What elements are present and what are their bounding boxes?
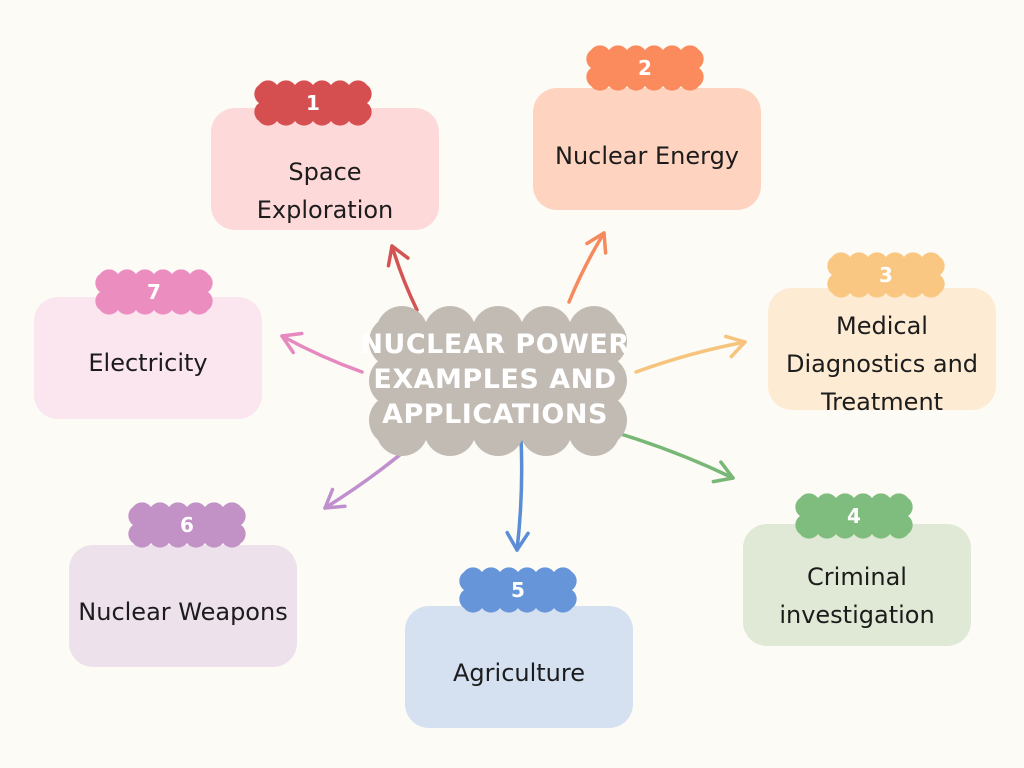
number-badge-5: 5	[450, 560, 586, 620]
connector-line-7	[280, 334, 364, 374]
node-label: Agriculture	[453, 659, 585, 687]
center-cloud-shape	[369, 305, 627, 457]
node-box-space-exploration: Space Exploration	[211, 108, 439, 230]
badge-number: 2	[638, 56, 652, 80]
arrowhead-6	[323, 487, 347, 510]
connector-line-5	[515, 436, 524, 552]
node-label: Space Exploration	[256, 158, 394, 224]
connector-line-1	[390, 244, 419, 312]
node-label: Medical Diagnostics and Treatment	[785, 312, 979, 416]
arrowhead-2	[585, 231, 608, 255]
number-badge-1: 1	[245, 73, 381, 133]
node-label: Criminal investigation	[779, 563, 935, 629]
number-badge-7: 7	[86, 262, 222, 322]
node-label: Nuclear Energy	[554, 142, 740, 170]
center-title: NUCLEAR POWER EXAMPLES AND APPLICATIONS	[360, 328, 630, 430]
node-label: Electricity	[88, 349, 208, 377]
connector-line-2	[567, 231, 606, 304]
badge-number: 3	[879, 263, 893, 287]
number-badge-4: 4	[786, 486, 922, 546]
number-badge-3: 3	[818, 245, 954, 305]
arrowhead-7	[280, 331, 304, 355]
node-box-agriculture: Agriculture	[405, 606, 633, 728]
badge-number: 1	[306, 91, 320, 115]
connector-line-3	[634, 340, 747, 374]
arrowhead-4	[711, 460, 735, 484]
node-box-nuclear-weapons: Nuclear Weapons	[69, 545, 297, 667]
node-box-electricity: Electricity	[34, 297, 262, 419]
node-box-nuclear-energy: Nuclear Energy	[533, 88, 761, 210]
badge-number: 7	[147, 280, 161, 304]
number-badge-6: 6	[119, 495, 255, 555]
badge-number: 4	[847, 504, 861, 528]
number-badge-2: 2	[577, 38, 713, 98]
arrowhead-5	[505, 530, 530, 552]
node-box-medical: Medical Diagnostics and Treatment	[768, 288, 996, 416]
arrowhead-3	[724, 334, 747, 359]
node-label: Nuclear Weapons	[78, 598, 288, 626]
arrowhead-1	[386, 244, 410, 268]
connector-line-4	[612, 430, 735, 480]
badge-number: 5	[511, 578, 525, 602]
node-box-criminal-investigation: Criminal investigation	[743, 524, 971, 646]
badge-number: 6	[180, 513, 194, 537]
